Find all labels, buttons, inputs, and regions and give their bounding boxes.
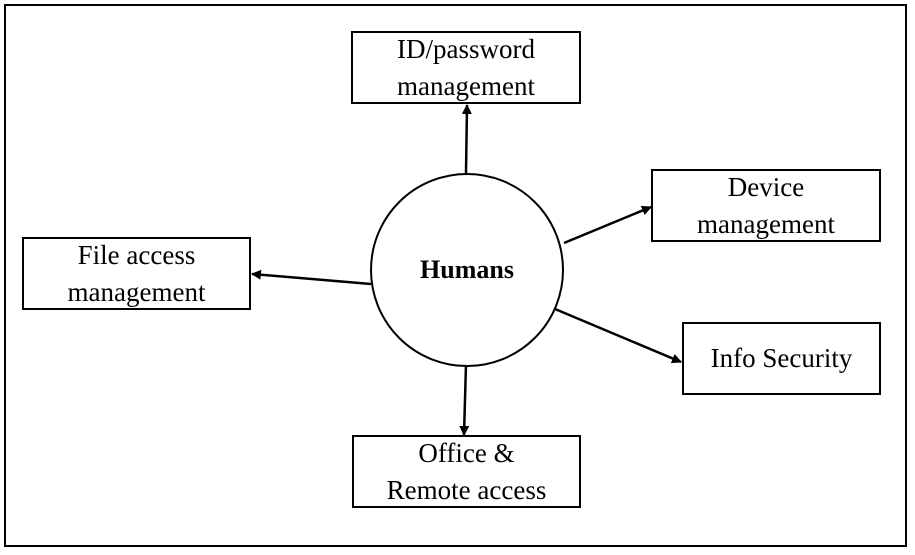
humans-node: Humans <box>370 173 564 367</box>
box-label-line: Office & <box>418 437 515 468</box>
arrow-to-id-password <box>461 104 472 174</box>
humans-label: Humans <box>420 255 514 284</box>
box-label-line: management <box>397 70 535 101</box>
box-label-line: ID/password <box>397 33 535 64</box>
diagram-frame <box>4 4 907 547</box>
device-management-box: Device management <box>651 169 881 242</box>
box-label-line: Device <box>727 171 805 202</box>
box-label-line: File access <box>77 239 196 270</box>
arrow-to-office-remote <box>459 363 470 436</box>
info-security-box: Info Security <box>682 322 881 395</box>
office-remote-access-box: Office & Remote access <box>352 435 581 508</box>
box-label-line: management <box>67 276 206 307</box>
id-password-management-box: ID/password management <box>351 31 581 104</box>
arrow-to-file-access <box>251 269 372 286</box>
arrow-to-device <box>563 205 652 245</box>
arrow-to-info-security <box>554 307 682 364</box>
box-label-line: Remote access <box>386 474 547 505</box>
box-label-line: management <box>697 208 835 239</box>
file-access-management-box: File access management <box>22 237 251 310</box>
box-label-line: Info Security <box>710 343 853 373</box>
